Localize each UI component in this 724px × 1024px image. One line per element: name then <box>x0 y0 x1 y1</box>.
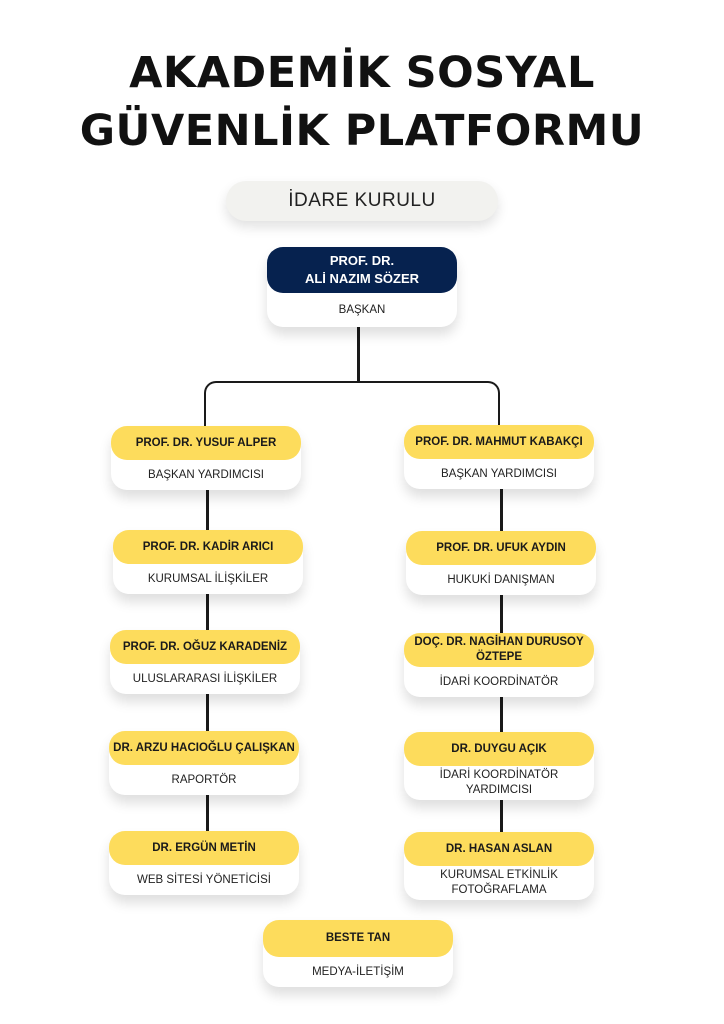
member-card: PROF. DR. MAHMUT KABAKÇI BAŞKAN YARDIMCIS… <box>404 425 594 489</box>
member-name: BESTE TAN <box>263 920 453 957</box>
member-role: KURUMSAL İLİŞKİLER <box>147 572 269 585</box>
president-name: PROF. DR.ALİ NAZIM SÖZER <box>267 247 457 293</box>
member-role: MEDYA-İLETİŞİM <box>312 965 404 978</box>
member-card: PROF. DR. YUSUF ALPER BAŞKAN YARDIMCISI <box>111 426 301 490</box>
member-role: İDARİ KOORDİNATÖR <box>439 675 559 688</box>
member-card: DR. ARZU HACIOĞLU ÇALIŞKAN RAPORTÖR <box>109 731 299 795</box>
member-role: BAŞKAN YARDIMCISI <box>441 467 557 480</box>
member-name: DR. ERGÜN METİN <box>109 831 299 865</box>
page-title-line1: AKADEMİK SOSYAL <box>129 48 595 98</box>
member-name: PROF. DR. KADİR ARICI <box>113 530 303 564</box>
member-role: HUKUKİ DANIŞMAN <box>447 573 555 586</box>
member-role: BAŞKAN YARDIMCISI <box>148 468 264 481</box>
member-name: DR. HASAN ASLAN <box>404 832 594 866</box>
member-name: DR. ARZU HACIOĞLU ÇALIŞKAN <box>109 731 299 765</box>
president-role: BAŞKAN <box>338 303 386 316</box>
member-name: PROF. DR. UFUK AYDIN <box>406 531 596 565</box>
member-name: DR. DUYGU AÇIK <box>404 732 594 766</box>
member-role: İDARİ KOORDİNATÖR YARDIMCISI <box>439 769 559 796</box>
member-card: PROF. DR. OĞUZ KARADENİZ ULUSLARARASI İLİ… <box>110 630 300 694</box>
member-role: WEB SİTESİ YÖNETİCİSİ <box>137 873 271 886</box>
member-card: PROF. DR. KADİR ARICI KURUMSAL İLİŞKİLER <box>113 530 303 594</box>
member-card: DR. HASAN ASLAN KURUMSAL ETKİNLİK FOTOĞRA… <box>404 832 594 900</box>
member-card: BESTE TAN MEDYA-İLETİŞİM <box>263 920 453 987</box>
president-card: PROF. DR.ALİ NAZIM SÖZER BAŞKAN <box>267 247 457 327</box>
connector <box>357 327 360 383</box>
member-role: RAPORTÖR <box>171 773 237 786</box>
member-role: ULUSLARARASI İLİŞKİLER <box>132 672 278 685</box>
member-name: DOÇ. DR. NAGİHAN DURUSOY ÖZTEPE <box>404 633 594 667</box>
member-card: DOÇ. DR. NAGİHAN DURUSOY ÖZTEPE İDARİ KOO… <box>404 633 594 697</box>
connector-branch <box>204 381 500 428</box>
member-card: DR. DUYGU AÇIK İDARİ KOORDİNATÖR YARDIMCI… <box>404 732 594 800</box>
member-card: DR. ERGÜN METİN WEB SİTESİ YÖNETİCİSİ <box>109 831 299 895</box>
member-card: PROF. DR. UFUK AYDIN HUKUKİ DANIŞMAN <box>406 531 596 595</box>
member-role: KURUMSAL ETKİNLİK FOTOĞRAFLAMA <box>440 869 558 896</box>
member-name: PROF. DR. MAHMUT KABAKÇI <box>404 425 594 459</box>
member-name: PROF. DR. YUSUF ALPER <box>111 426 301 460</box>
section-label: İDARE KURULU <box>226 181 498 221</box>
member-name: PROF. DR. OĞUZ KARADENİZ <box>110 630 300 664</box>
page-title-line2: GÜVENLİK PLATFORMU <box>79 106 645 156</box>
